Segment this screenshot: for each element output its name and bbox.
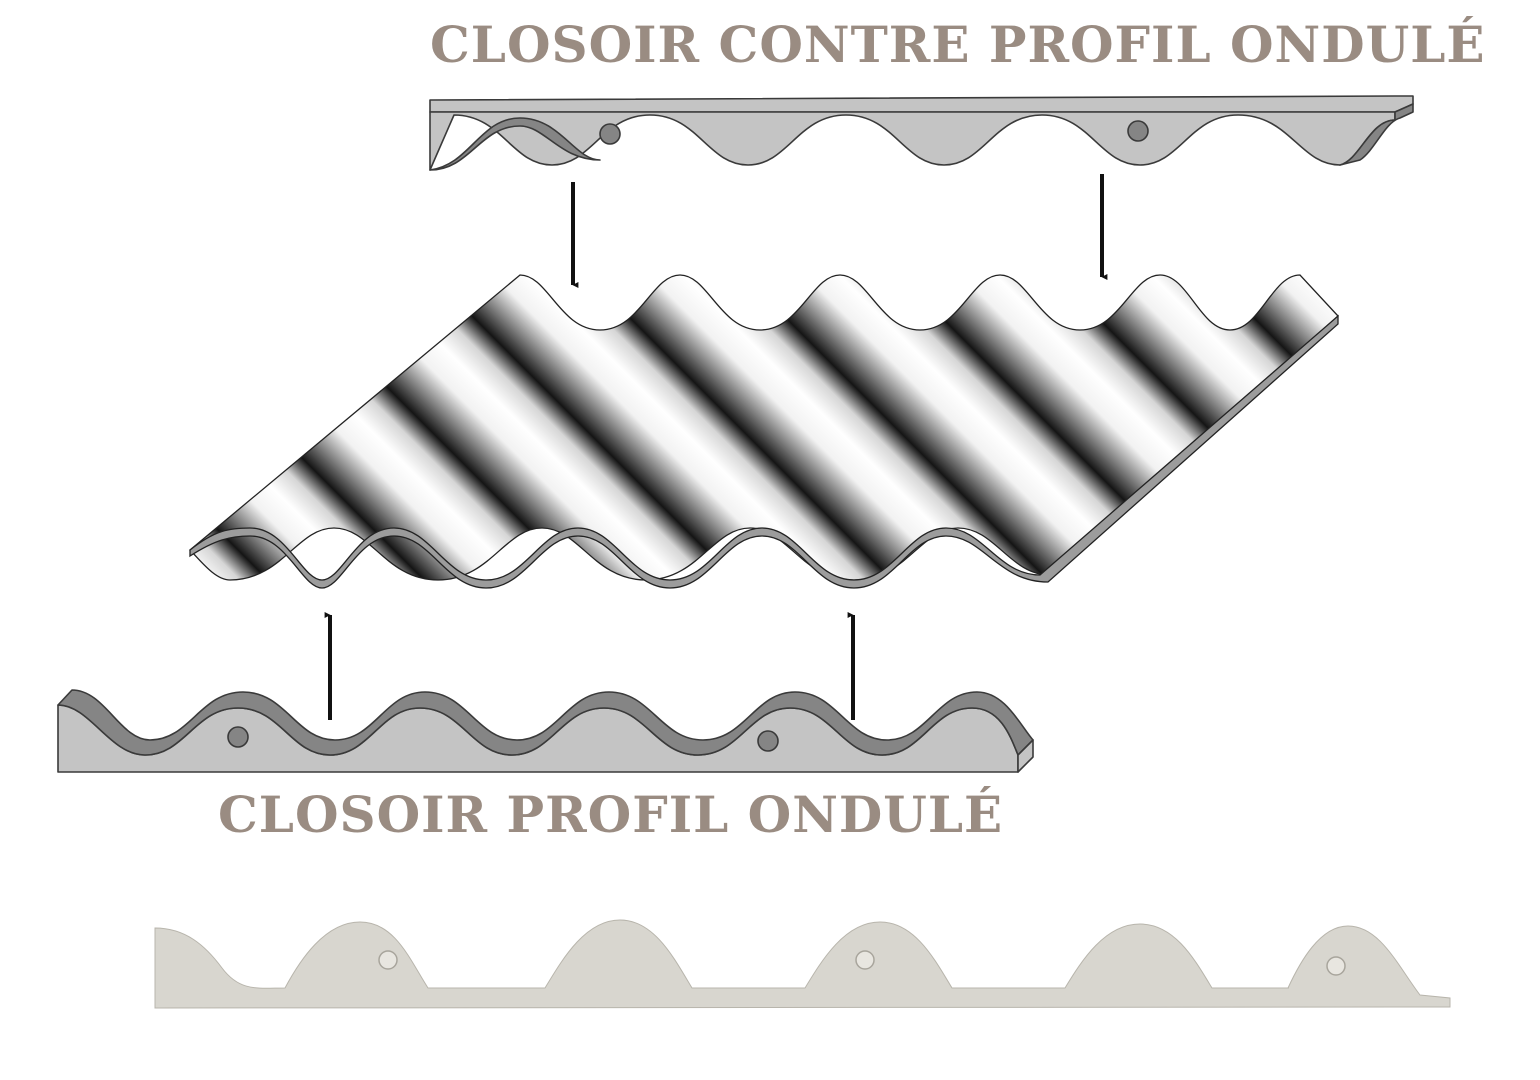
fixing-hole-icon — [757, 730, 779, 752]
counter-profile-closure — [429, 95, 1414, 171]
counter-closure-top-face — [429, 95, 1414, 113]
fixing-hole-icon — [227, 726, 249, 748]
profile-closure — [57, 689, 1034, 773]
fixing-hole-icon — [1326, 956, 1346, 976]
corrugated-sheet-surface — [189, 274, 1339, 581]
closure-product-photo — [154, 919, 1451, 1009]
counter-closure-end-cap — [1339, 103, 1414, 166]
profile-closure-end-cap — [1017, 739, 1034, 773]
corrugated-sheet — [189, 274, 1339, 589]
fixing-hole-icon — [599, 123, 621, 145]
corrugated-sheet-front-edge — [189, 314, 1339, 589]
fixing-hole-icon — [855, 950, 875, 970]
closure-piece — [154, 919, 1451, 1009]
counter-closure-body — [429, 111, 1396, 171]
fixing-hole-icon — [1127, 120, 1149, 142]
fixing-hole-icon — [378, 950, 398, 970]
label-profile-closure: CLOSOIR PROFIL ONDULÉ — [218, 785, 1004, 844]
label-counter-profile-closure: CLOSOIR CONTRE PROFIL ONDULÉ — [430, 15, 1486, 74]
counter-closure-wave-underside — [429, 117, 601, 171]
